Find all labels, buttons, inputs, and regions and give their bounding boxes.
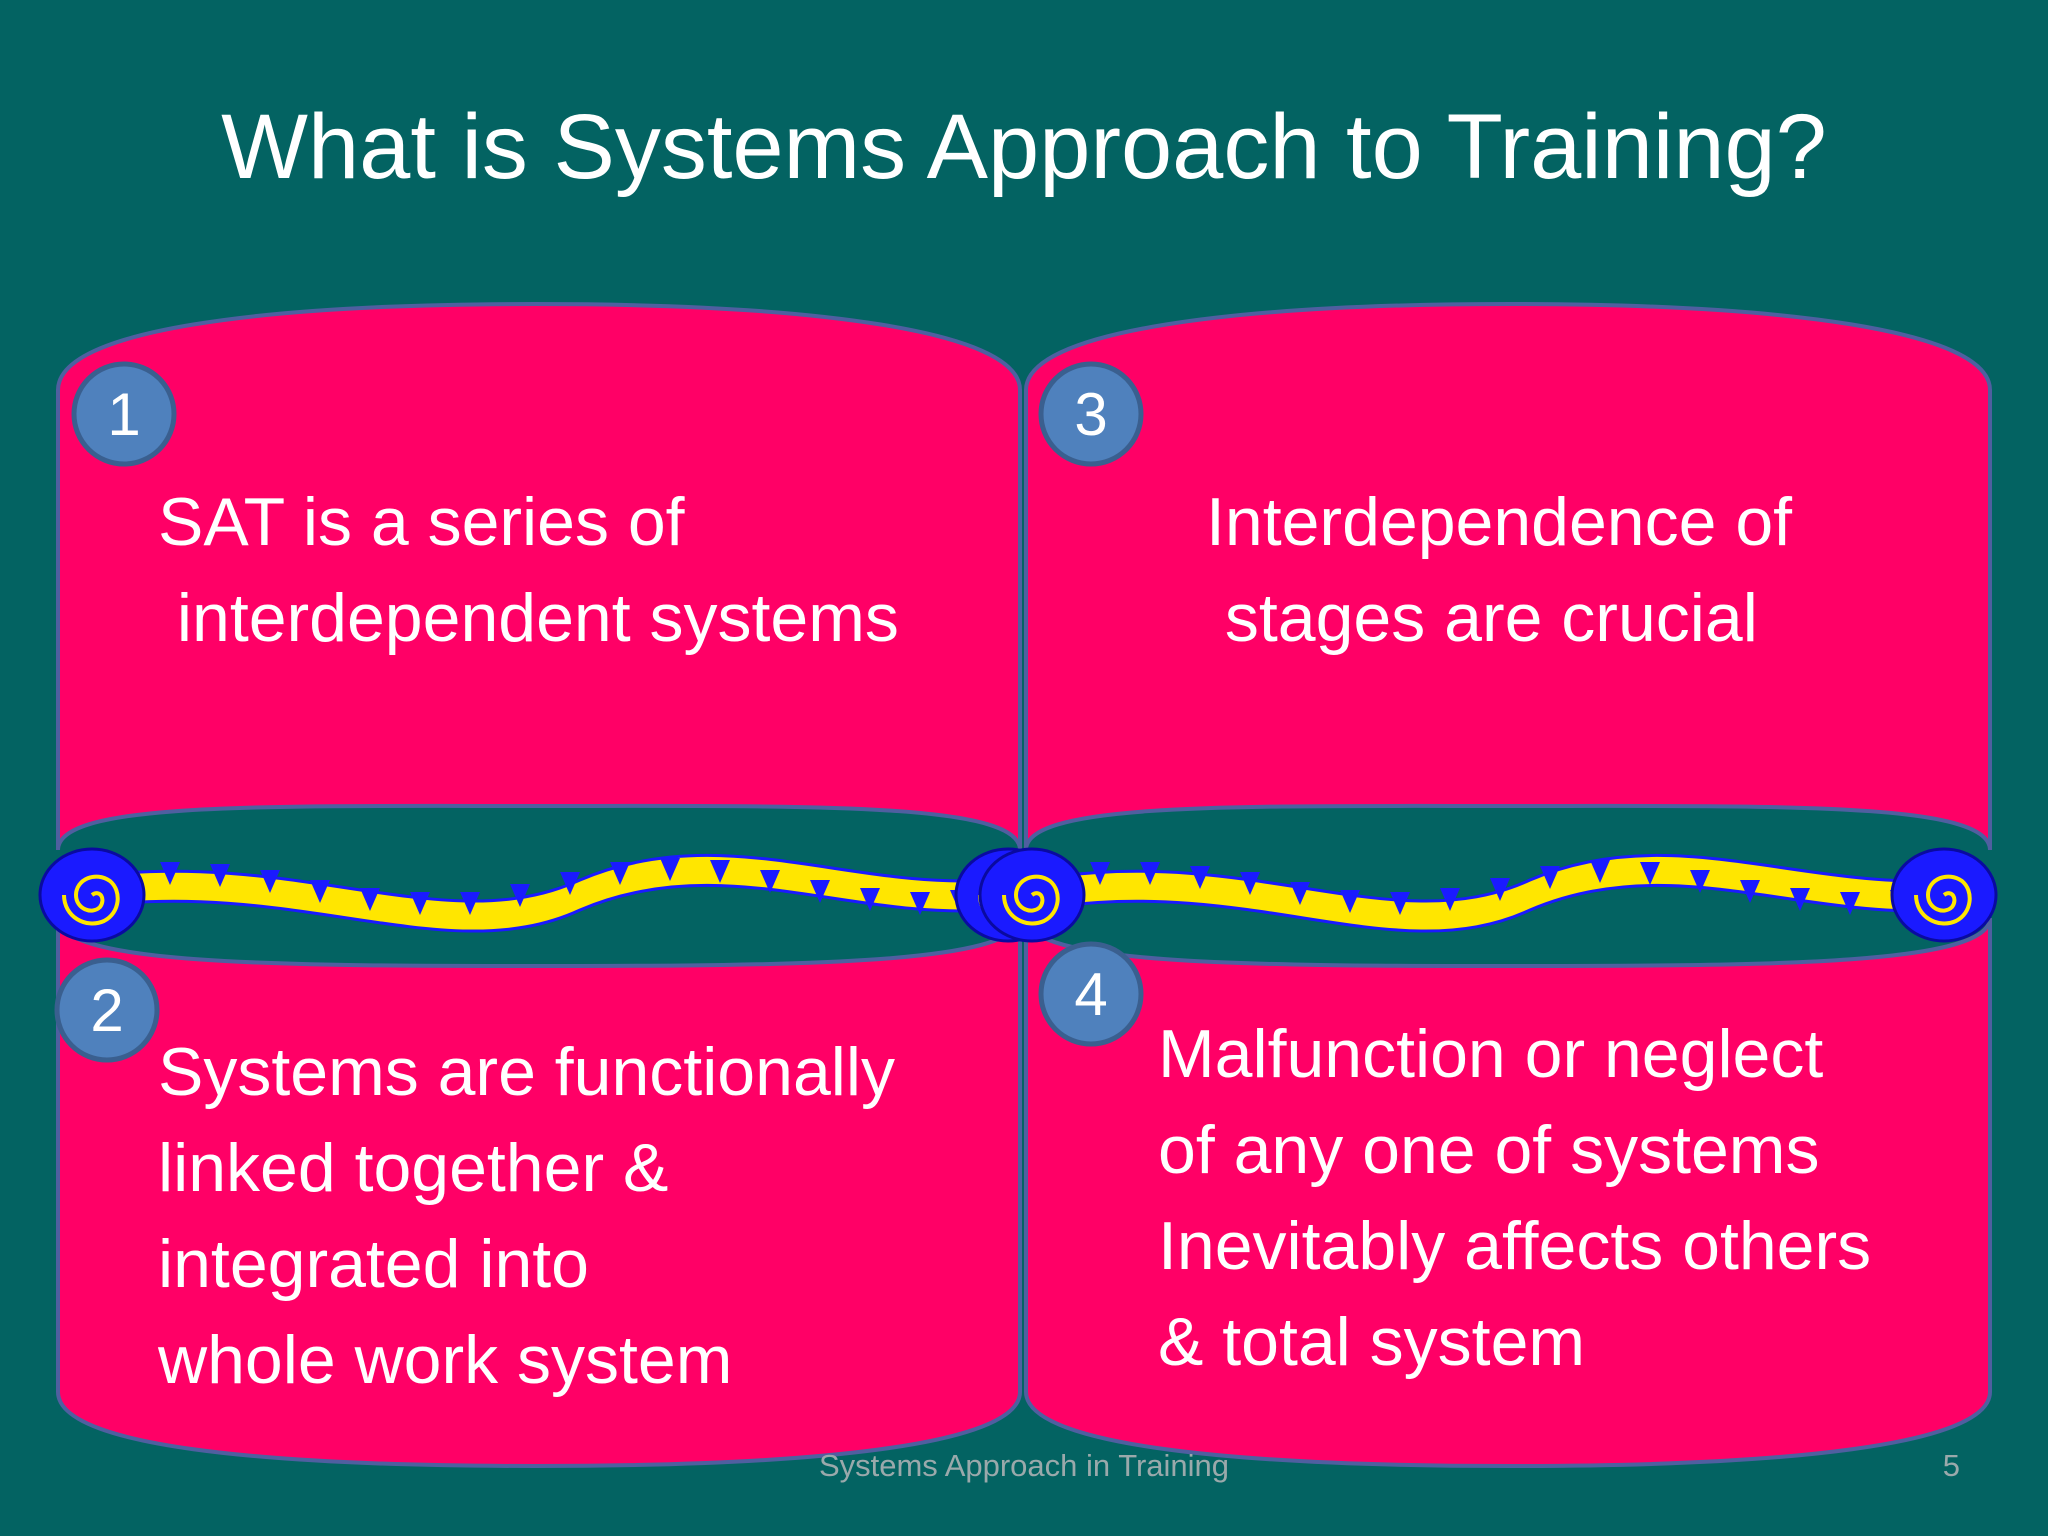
page-number: 5 bbox=[1942, 1448, 1960, 1483]
item-3-line: Interdependence of bbox=[1206, 484, 1793, 560]
drum-bottom-left bbox=[56, 917, 1022, 1469]
spiral-icon bbox=[978, 847, 1086, 943]
item-1-text: SAT is a series of interdependent system… bbox=[158, 474, 899, 666]
item-2-line: integrated into bbox=[158, 1226, 589, 1302]
item-4-line: & total system bbox=[1158, 1304, 1586, 1380]
spiral-icon bbox=[1890, 847, 1998, 943]
svg-text:2: 2 bbox=[90, 977, 123, 1044]
number-badge-4: 4 bbox=[1038, 941, 1144, 1047]
drum-top-left bbox=[56, 301, 1022, 851]
item-2-line: Systems are functionally bbox=[158, 1034, 895, 1110]
chain-band-right bbox=[1058, 853, 1952, 933]
footer-text: Systems Approach in Training bbox=[818, 1448, 1230, 1483]
item-2-text: Systems are functionally linked together… bbox=[158, 1024, 895, 1408]
number-badge-3: 3 bbox=[1038, 361, 1144, 467]
svg-text:3: 3 bbox=[1074, 381, 1107, 448]
item-4-text: Malfunction or neglect of any one of sys… bbox=[1158, 1006, 1871, 1390]
item-4-line: Malfunction or neglect bbox=[1158, 1016, 1824, 1092]
chain-band-left bbox=[93, 854, 992, 933]
slide-title: What is Systems Approach to Training? bbox=[221, 96, 1827, 198]
item-2-line: linked together & bbox=[158, 1130, 669, 1206]
svg-text:4: 4 bbox=[1074, 961, 1107, 1028]
item-3-text: Interdependence of stages are crucial bbox=[1206, 474, 1792, 666]
drum-top-right bbox=[1024, 301, 1992, 851]
svg-text:1: 1 bbox=[107, 381, 140, 448]
spiral-icon bbox=[38, 847, 146, 943]
item-4-line: Inevitably affects others bbox=[1158, 1208, 1872, 1284]
drum-bottom-right bbox=[1024, 917, 1992, 1469]
number-badge-2: 2 bbox=[54, 957, 160, 1063]
item-4-line: of any one of systems bbox=[1158, 1112, 1820, 1188]
item-3-line: stages are crucial bbox=[1206, 580, 1758, 656]
item-2-line: whole work system bbox=[158, 1322, 733, 1398]
number-badge-1: 1 bbox=[71, 361, 177, 467]
item-1-line: SAT is a series of bbox=[158, 484, 685, 560]
item-1-line: interdependent systems bbox=[158, 580, 899, 656]
